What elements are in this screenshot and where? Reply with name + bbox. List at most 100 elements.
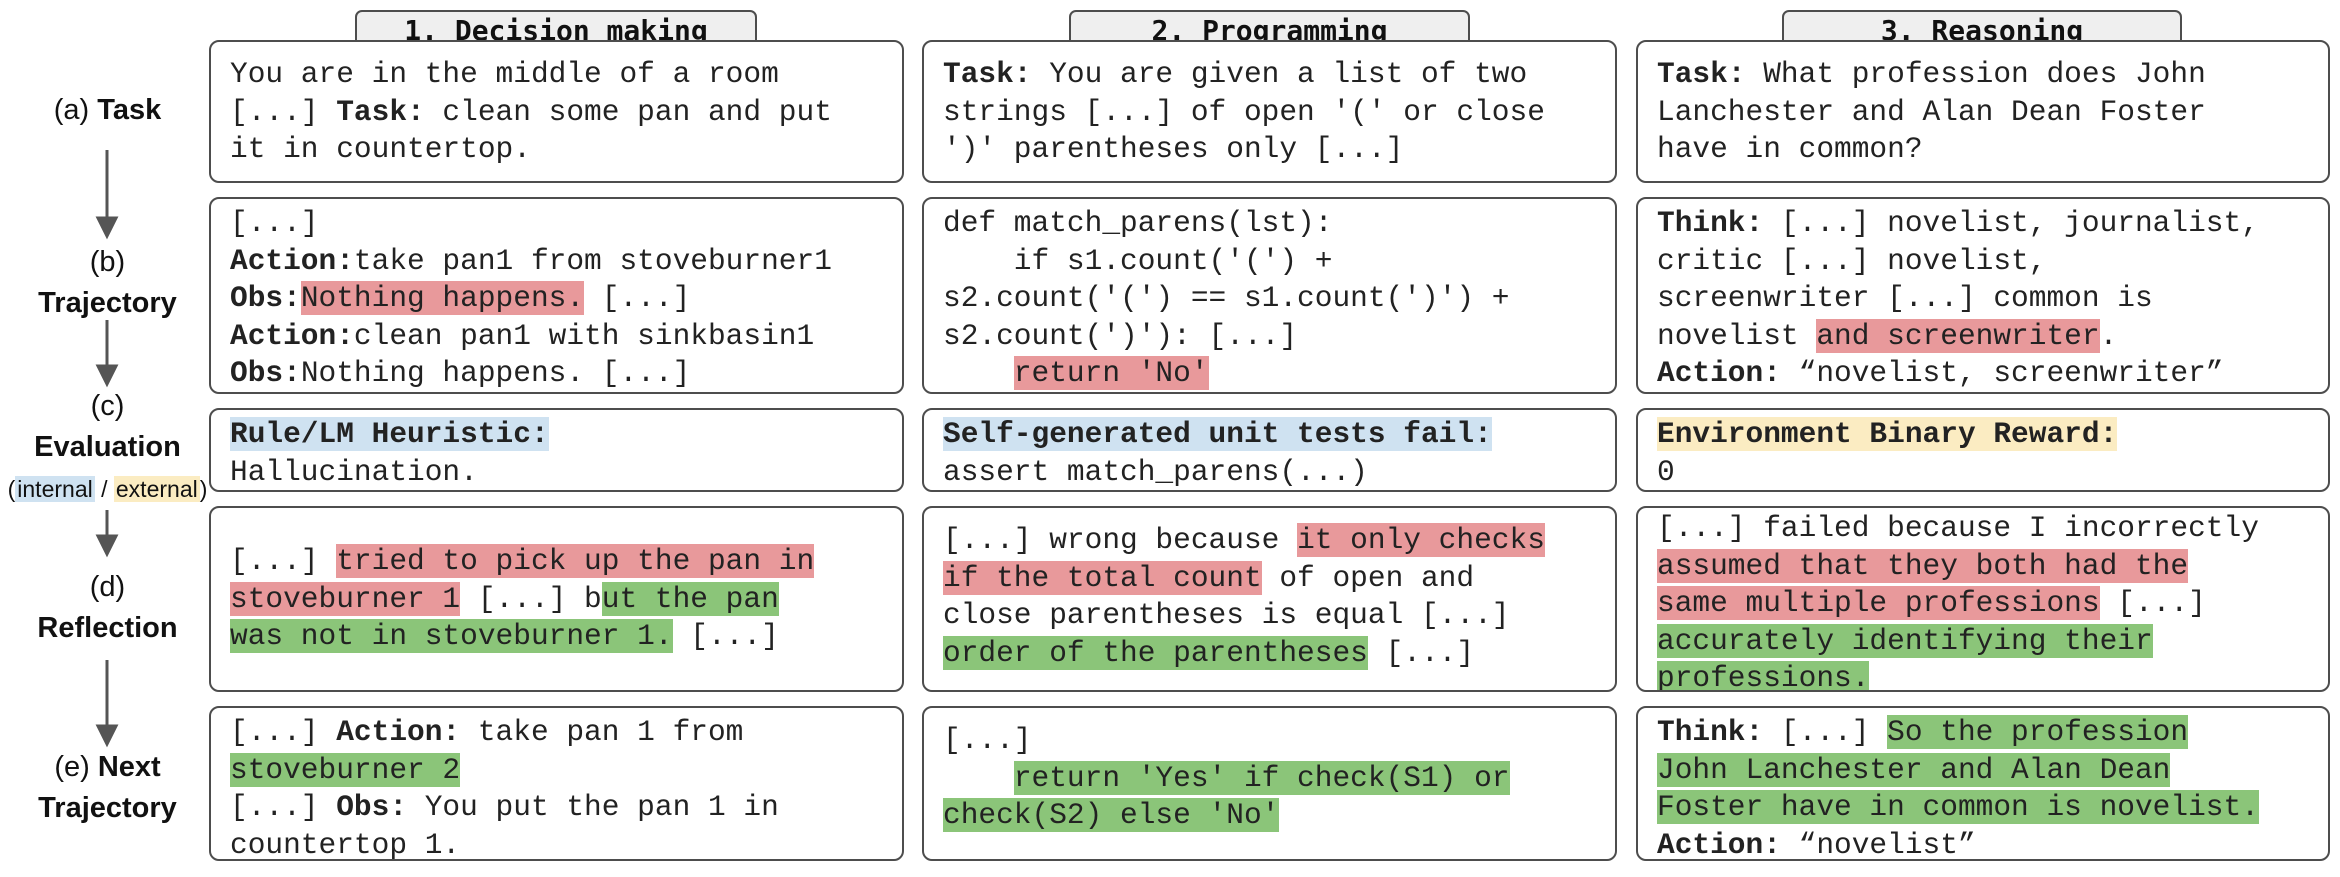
row-label-name: Reflection	[37, 612, 178, 644]
text-span: [...]	[2099, 586, 2206, 620]
row-label-prefix: (e)	[54, 751, 90, 783]
text-line: strings [...] of open '(' or close	[943, 94, 1545, 129]
obs-keyword: Obs:	[230, 356, 301, 390]
legend-open-paren: (	[7, 476, 16, 502]
think-keyword: Think:	[1657, 715, 1764, 749]
text-span: clean some pan and put	[424, 94, 832, 129]
text-line: it in countertop.	[230, 132, 531, 166]
action-keyword: Action:	[230, 318, 354, 353]
text-line: Lanchester and Alan Dean Foster	[1657, 94, 2206, 129]
arrow-head	[95, 216, 119, 240]
negative-highlight: it only checks	[1297, 523, 1545, 557]
think-keyword: Think:	[1657, 206, 1764, 240]
row-label-task: (a) Task	[0, 90, 215, 131]
positive-highlight: stoveburner 2	[230, 752, 461, 787]
obs-keyword: Obs:	[230, 281, 301, 315]
task-keyword: Task:	[336, 94, 425, 129]
negative-highlight: if the total count	[943, 560, 1262, 595]
row-label-name: Evaluation	[34, 431, 181, 463]
action-keyword: Action:	[1657, 827, 1781, 861]
text-span: “novelist”	[1780, 827, 1976, 861]
arrow-head	[95, 724, 119, 748]
positive-highlight: professions.	[1657, 661, 1870, 690]
text-span: Nothing happens. [...]	[300, 356, 691, 390]
negative-highlight: Nothing happens.	[300, 281, 585, 315]
positive-highlight: accurately identifying their	[1657, 623, 2153, 658]
row-label-prefix: (c)	[90, 390, 125, 422]
code-line: [...]	[943, 723, 1032, 757]
text-span: [...]	[1367, 635, 1475, 670]
text-span: [...]	[1763, 715, 1888, 749]
positive-highlight: Foster have in common is novelist.	[1657, 790, 2259, 824]
evaluation-result: 0	[1657, 454, 1675, 489]
text-span: [...]	[230, 790, 337, 824]
evaluation-result: Hallucination.	[230, 454, 478, 489]
c1-evaluation-box: Rule/LM Heuristic:Hallucination.	[209, 408, 904, 492]
text-span: [...] b	[460, 581, 602, 616]
negative-highlight: assumed that they both had the	[1657, 548, 2189, 583]
text-span: [...]	[230, 94, 337, 129]
action-keyword: Action:	[1657, 356, 1781, 390]
row-label-name-2: Trajectory	[38, 792, 177, 824]
code-indent	[943, 761, 1014, 795]
positive-highlight: check(S2) else 'No'	[943, 798, 1280, 832]
text-span: of open and	[1261, 560, 1475, 595]
positive-highlight: return 'Yes' if check(S1) or	[1013, 760, 1510, 795]
text-span: .	[2099, 318, 2118, 353]
row-label-prefix: (a)	[53, 94, 90, 126]
text-span: take pan1 from stoveburner1	[353, 243, 832, 278]
evaluation-result: assert match_parens(...)	[943, 454, 1368, 489]
c2-reflection-box: [...] wrong because it only checks if the…	[922, 506, 1617, 692]
negative-highlight: tried to pick up the pan in	[336, 544, 815, 578]
c3-trajectory-box: Think: [...] novelist, journalist,critic…	[1636, 197, 2330, 394]
row-label-reflection: (d) Reflection	[0, 567, 215, 649]
row-label-name: Task	[97, 94, 162, 126]
external-evaluation-label: Environment Binary Reward:	[1657, 417, 2118, 451]
negative-highlight: and screenwriter	[1816, 318, 2100, 353]
legend-separator: /	[94, 476, 114, 502]
text-line: have in common?	[1657, 132, 1923, 166]
row-label-name: Next	[97, 751, 161, 783]
negative-highlight: return 'No'	[1013, 356, 1209, 390]
row-label-prefix: (d)	[89, 571, 126, 603]
text-span: [...]	[230, 544, 337, 578]
c2-evaluation-box: Self-generated unit tests fail:assert ma…	[922, 408, 1617, 492]
action-keyword: Action:	[336, 715, 461, 749]
negative-highlight: stoveburner 1	[230, 581, 461, 616]
positive-highlight: was not in stoveburner 1.	[230, 619, 673, 653]
text-line: close parentheses is equal [...]	[943, 598, 1510, 632]
text-line: You are in the middle of a room	[230, 57, 779, 91]
text-span: You put the pan 1 in	[407, 790, 779, 824]
text-line: [...] failed because I incorrectly	[1657, 511, 2259, 545]
arrow-head	[95, 534, 119, 558]
legend-external: external	[113, 476, 200, 502]
text-span: [...] novelist, journalist,	[1763, 206, 2259, 240]
c1-task-box: You are in the middle of a room[...] Tas…	[209, 40, 904, 183]
text-span: novelist	[1657, 318, 1817, 353]
text-span: [...]	[584, 281, 691, 315]
arrow-head	[95, 364, 119, 388]
obs-keyword: Obs:	[336, 790, 408, 824]
row-label-prefix: (b)	[89, 246, 126, 278]
text-line: screenwriter [...] common is	[1657, 281, 2153, 315]
text-span: “novelist, screenwriter”	[1780, 356, 2224, 390]
text-line: critic [...] novelist,	[1657, 243, 2047, 278]
positive-highlight: John Lanchester and Alan Dean	[1657, 752, 2171, 787]
text-span: [...]	[230, 715, 337, 749]
text-span: You are given a list of two	[1031, 57, 1528, 91]
internal-evaluation-label: Self-generated unit tests fail:	[943, 417, 1492, 451]
row-label-trajectory: (b)Trajectory	[0, 242, 215, 324]
code-line: s2.count(')'): [...]	[943, 318, 1298, 353]
task-keyword: Task:	[943, 57, 1032, 91]
c3-evaluation-box: Environment Binary Reward:0	[1636, 408, 2330, 492]
text-span: [...] wrong because	[943, 523, 1298, 557]
